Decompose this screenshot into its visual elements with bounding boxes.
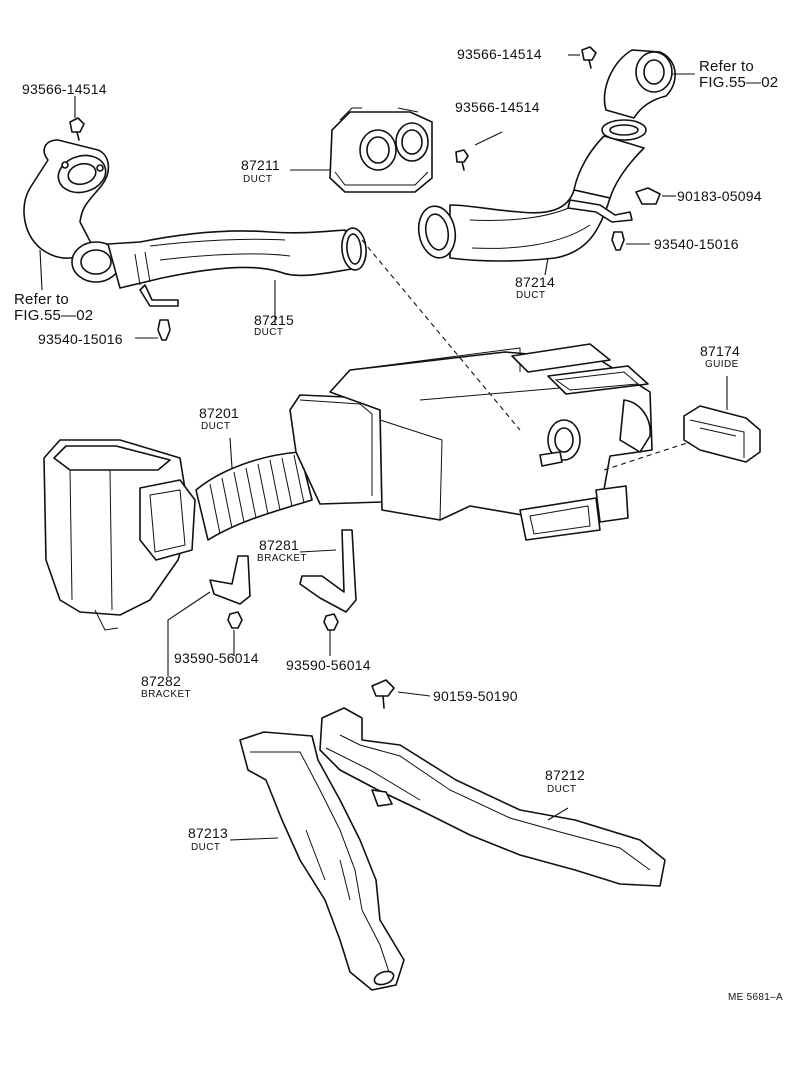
- label-87212-number: 87212: [545, 767, 585, 783]
- label-87282-name: BRACKET: [141, 689, 192, 700]
- label-87282-number: 87282: [141, 673, 181, 689]
- label-screw-top-right: 93566-14514: [457, 46, 542, 62]
- label-87213-name: DUCT: [191, 842, 221, 853]
- label-screw-right: 93540-15016: [654, 236, 739, 252]
- leader-lines: [39, 54, 728, 841]
- label-87212-name: DUCT: [547, 784, 577, 795]
- guide-87174-drawing: [683, 405, 761, 463]
- figure-code: ME 5681–A: [728, 992, 783, 1003]
- clip-90159-drawing: [371, 679, 395, 697]
- label-87211-number: 87211: [241, 157, 280, 173]
- label-ref-left-line1: Refer to: [14, 291, 69, 308]
- label-87215-name: DUCT: [254, 327, 284, 338]
- label-clip-right: 90183-05094: [677, 188, 762, 204]
- label-ref-right-line1: Refer to: [699, 58, 754, 75]
- label-87213-number: 87213: [188, 825, 228, 841]
- bracket-87281-drawing: [299, 529, 357, 631]
- label-87281-number: 87281: [259, 537, 299, 553]
- label-87201-number: 87201: [199, 405, 239, 421]
- duct-87211-drawing: [329, 107, 469, 193]
- label-bolt-bracket-right: 93590-56014: [286, 657, 371, 673]
- label-87214-number: 87214: [515, 274, 555, 290]
- label-87211-name: DUCT: [243, 174, 273, 185]
- label-87214-name: DUCT: [516, 290, 546, 301]
- bracket-87282-drawing: [209, 555, 251, 629]
- label-87174-name: GUIDE: [705, 359, 739, 370]
- label-87215-number: 87215: [254, 312, 294, 328]
- duct-87212-drawing: [319, 707, 666, 887]
- label-clip-lower: 90159-50190: [433, 688, 518, 704]
- label-screw-center-top: 93566-14514: [455, 99, 540, 115]
- duct-87214-drawing: [417, 46, 676, 262]
- label-ref-right-line2: FIG.55—02: [699, 74, 779, 91]
- label-87174-number: 87174: [700, 343, 740, 359]
- duct-87201-drawing: [43, 343, 653, 631]
- label-ref-left-line2: FIG.55—02: [14, 307, 94, 324]
- label-87201-name: DUCT: [201, 421, 231, 432]
- duct-87213-drawing: [239, 731, 405, 991]
- label-screw-left: 93540-15016: [38, 331, 123, 347]
- duct-87215-drawing: [23, 117, 367, 341]
- label-screw-top-left: 93566-14514: [22, 81, 107, 97]
- label-87281-name: BRACKET: [257, 553, 308, 564]
- label-bolt-bracket-left: 93590-56014: [174, 650, 259, 666]
